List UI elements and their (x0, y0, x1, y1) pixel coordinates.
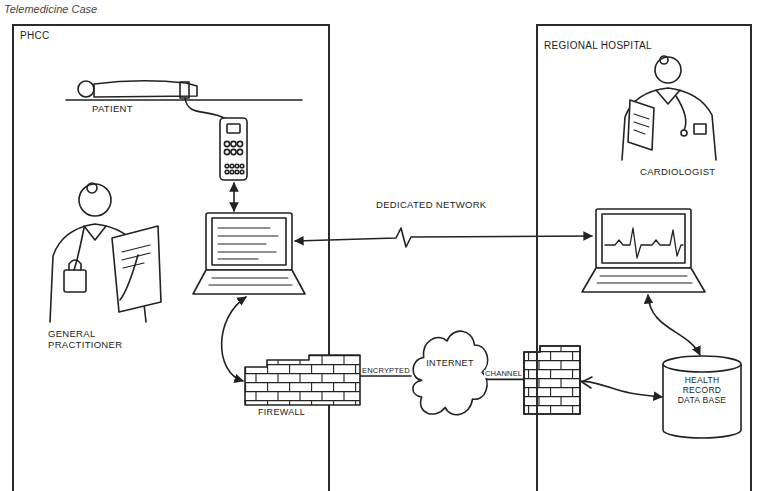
figure-label: CARDIOLOGIST (640, 166, 715, 177)
bag-handle (69, 260, 81, 270)
device-button (224, 149, 229, 154)
laptop-base (582, 268, 705, 292)
doctor-head (79, 184, 111, 216)
cloud-outline (413, 331, 488, 415)
bed-line (66, 99, 302, 101)
device-link-arrow (233, 183, 235, 211)
device-button (237, 141, 242, 146)
laptop-database-arrow (648, 295, 700, 355)
connector-group (360, 376, 662, 397)
dedicated-network-line (295, 228, 592, 247)
device-key (230, 170, 234, 174)
stethoscope (74, 228, 84, 270)
device-button (231, 141, 236, 146)
device-key (240, 170, 244, 174)
network-label: DEDICATED NETWORK (376, 199, 486, 210)
firewall-ground (245, 355, 360, 405)
firewall-arrow-head (582, 377, 592, 388)
edge-label: CHANNEL (484, 370, 523, 378)
device-key (235, 170, 239, 174)
coat-pocket (694, 124, 706, 134)
figure-label: PATIENT (92, 103, 133, 114)
laptop-keyboard (597, 276, 692, 283)
firewall-bricks (245, 355, 360, 405)
ecg-waveform (605, 228, 683, 258)
device-key (225, 170, 229, 174)
sensor-cable (185, 98, 226, 119)
edge-label: ENCRYPTED (361, 367, 411, 375)
diagram-title: Telemedicine Case (4, 3, 97, 15)
device-display (227, 124, 240, 133)
laptop-display (212, 218, 286, 265)
doctor-torso (622, 88, 716, 160)
node-label: HEALTH RECORD DATA BASE (672, 376, 732, 405)
laptop-keyboard (209, 278, 292, 285)
clinic-region: PHCCFIREWALL (12, 24, 330, 491)
cylinder-body (663, 356, 741, 438)
internet-cloud-outline (408, 318, 492, 422)
head-mirror (87, 183, 97, 193)
stethoscope-bell (681, 130, 687, 136)
doctor-collar (84, 226, 106, 240)
report-sheet (628, 100, 654, 150)
doctor-arm (120, 255, 138, 300)
device-key (235, 164, 239, 168)
laptop-screen (596, 209, 691, 268)
screen-text-lines (218, 228, 278, 259)
stethoscope (676, 96, 686, 130)
region-heading: PHCC (20, 30, 322, 42)
device-button (224, 141, 229, 146)
internet-cloud: INTERNET (408, 318, 492, 422)
patient-body (94, 81, 197, 97)
device-button (237, 149, 242, 154)
firewall-node-outline (245, 355, 360, 405)
network-connector (360, 375, 411, 377)
firewall-ground (524, 346, 580, 414)
device-key (230, 164, 234, 168)
laptop-base (193, 270, 305, 294)
figure-label: GENERAL PRACTITIONER (48, 328, 144, 351)
region-heading: REGIONAL HOSPITAL (544, 40, 744, 52)
laptop-display (602, 214, 685, 263)
ankle-band (180, 82, 189, 98)
device-key (240, 164, 244, 168)
laptop-screen (206, 213, 292, 270)
cylinder-rim (663, 364, 741, 372)
doctor-head (655, 57, 681, 83)
stethoscope-bag (64, 270, 86, 292)
database-cylinder: HEALTH RECORD DATA BASE (662, 356, 742, 438)
laptop-firewall-arrow (222, 297, 246, 381)
clipboard (112, 226, 161, 312)
ecg-device (220, 118, 247, 180)
firewall-node: FIREWALL (245, 355, 360, 417)
node-label: FIREWALL (258, 407, 360, 417)
patient-head (78, 81, 94, 97)
hospital-region: REGIONAL HOSPITAL HEALTH RECORD DATA BASE (536, 24, 752, 491)
node-label: INTERNET (412, 358, 488, 368)
head-mirror (660, 56, 668, 64)
device-button (231, 149, 236, 154)
report-lines (634, 114, 649, 134)
device-key (225, 164, 229, 168)
firewall-bricks (524, 346, 580, 414)
illustration-group (50, 56, 716, 414)
